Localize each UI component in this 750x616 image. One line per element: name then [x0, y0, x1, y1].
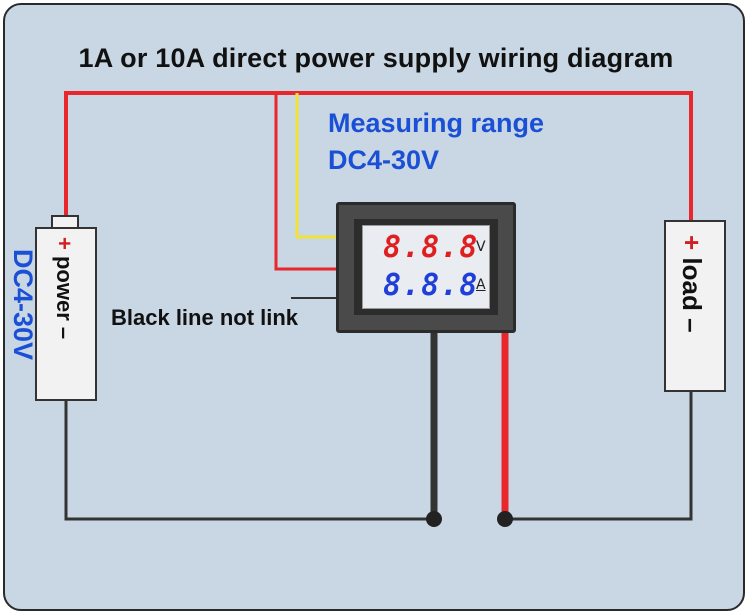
battery-minus-sign: – — [52, 326, 77, 340]
diagram-panel: 1A or 10A direct power supply wiring dia… — [3, 3, 745, 611]
wiring-lines — [64, 91, 693, 527]
meter-bezel: 8.8.8 V 8.8.8 A — [354, 219, 498, 315]
diagram-title: 1A or 10A direct power supply wiring dia… — [78, 43, 674, 73]
battery-name: power — [52, 255, 77, 321]
negative-wire-bottom — [64, 398, 434, 521]
junction-dot-left — [426, 511, 442, 527]
measuring-range-value: DC4-30V — [328, 145, 440, 175]
battery-label: + power – — [51, 237, 77, 339]
load-negative-wire — [505, 390, 693, 521]
current-unit: A — [476, 277, 486, 293]
battery-plus-sign: + — [52, 237, 77, 250]
positive-wire-meter — [274, 93, 336, 271]
voltage-readout: 8.8.8 — [383, 230, 479, 265]
volt-amp-meter: 8.8.8 V 8.8.8 A — [336, 202, 516, 333]
load-name: load — [677, 257, 707, 311]
voltage-unit: V — [476, 239, 486, 255]
positive-wire-main — [64, 91, 693, 220]
supply-voltage-label: DC4-30V — [8, 249, 38, 361]
load-plus-sign: + — [677, 235, 707, 251]
current-readout: 8.8.8 — [383, 268, 479, 303]
meter-display: 8.8.8 V 8.8.8 A — [362, 225, 490, 309]
power-battery — [35, 227, 97, 401]
load-label: + load – — [676, 235, 707, 333]
load-box — [664, 220, 726, 392]
signal-wire — [295, 93, 336, 239]
junction-dot-right — [497, 511, 513, 527]
load-minus-sign: – — [677, 318, 707, 333]
measuring-range-label: Measuring range — [328, 108, 545, 138]
black-line-note: Black line not link — [111, 305, 299, 330]
